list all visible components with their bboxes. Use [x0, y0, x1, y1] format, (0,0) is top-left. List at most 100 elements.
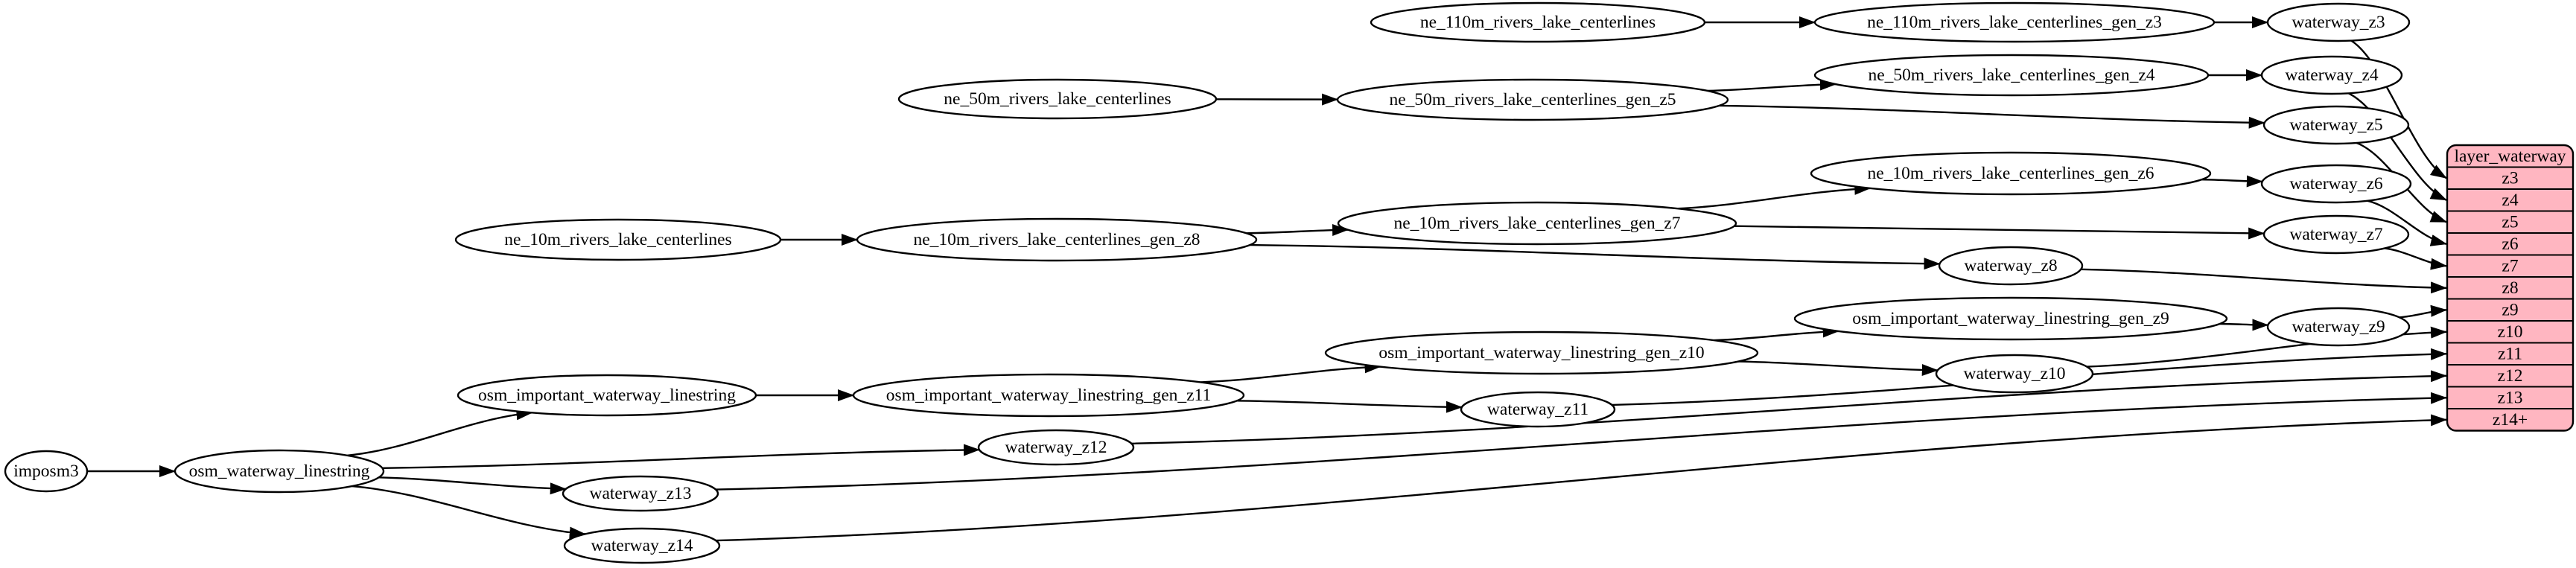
- nodes-layer: imposm3 osm_waterway_linestring osm_import…: [4, 1, 2412, 564]
- node-shape-imposm3: [4, 450, 89, 493]
- node-shape-waterway_z3: [2266, 2, 2411, 42]
- node-label-waterway_z10: waterway_z10: [1963, 364, 2065, 383]
- node-label-ne_10m_rivers_lake_centerlines_gen_z7: ne_10m_rivers_lake_centerlines_gen_z7: [1394, 214, 1681, 233]
- edge-osm_waterway_linestring-to-osm_important_waterway_linestring: [347, 408, 533, 456]
- node-waterway_z4: waterway_z4: [2260, 55, 2403, 95]
- node-label-osm_important_waterway_linestring_gen_z9: osm_important_waterway_linestring_gen_z9: [1852, 309, 2169, 328]
- node-waterway_z8: waterway_z8: [1938, 246, 2084, 286]
- node-shape-ne_10m_rivers_lake_centerlines_gen_z8: [856, 217, 1258, 262]
- node-label-osm_waterway_linestring: osm_waterway_linestring: [189, 462, 370, 481]
- node-label-osm_important_waterway_linestring: osm_important_waterway_linestring: [478, 386, 736, 405]
- node-shape-waterway_z10: [1935, 354, 2094, 394]
- node-ne_50m_rivers_lake_centerlines_gen_z4: ne_50m_rivers_lake_centerlines_gen_z4: [1813, 54, 2210, 97]
- node-shape-waterway_z7: [2262, 214, 2410, 255]
- node-shape-osm_important_waterway_linestring_gen_z10: [1324, 331, 1759, 375]
- node-shape-ne_50m_rivers_lake_centerlines: [897, 78, 1218, 120]
- node-osm_important_waterway_linestring_gen_z10: osm_important_waterway_linestring_gen_z1…: [1324, 331, 1759, 375]
- record-row-z10: z10: [2498, 322, 2523, 342]
- edge-waterway_z8-to-z8: [2081, 268, 2447, 294]
- node-shape-waterway_z14: [563, 527, 721, 564]
- node-ne_50m_rivers_lake_centerlines_gen_z5: ne_50m_rivers_lake_centerlines_gen_z5: [1336, 78, 1729, 121]
- node-label-waterway_z5: waterway_z5: [2289, 115, 2382, 135]
- node-label-ne_110m_rivers_lake_centerlines_gen_z3: ne_110m_rivers_lake_centerlines_gen_z3: [1867, 13, 2162, 32]
- node-shape-ne_50m_rivers_lake_centerlines_gen_z4: [1813, 54, 2210, 97]
- record-row-z6: z6: [2502, 234, 2518, 254]
- record-row-z13: z13: [2498, 388, 2523, 407]
- edge-ne_50m_rivers_lake_centerlines_gen_z5-to-waterway_z5: [1719, 104, 2265, 129]
- edge-osm_important_waterway_linestring_gen_z11-to-waterway_z11: [1236, 400, 1463, 413]
- node-label-waterway_z7: waterway_z7: [2289, 225, 2383, 244]
- edge-waterway_z4-to-z4: [2347, 92, 2447, 201]
- node-label-osm_important_waterway_linestring_gen_z10: osm_important_waterway_linestring_gen_z1…: [1378, 343, 1704, 363]
- record-row-z11: z11: [2498, 344, 2522, 363]
- node-shape-ne_110m_rivers_lake_centerlines: [1370, 1, 1706, 43]
- node-ne_10m_rivers_lake_centerlines_gen_z6: ne_10m_rivers_lake_centerlines_gen_z6: [1810, 151, 2212, 196]
- node-shape-ne_110m_rivers_lake_centerlines_gen_z3: [1813, 1, 2216, 43]
- node-label-waterway_z4: waterway_z4: [2285, 66, 2379, 85]
- node-shape-waterway_z4: [2260, 55, 2403, 95]
- node-shape-ne_10m_rivers_lake_centerlines_gen_z6: [1810, 151, 2212, 196]
- edge-waterway_z13-to-z13: [716, 392, 2447, 491]
- node-label-waterway_z8: waterway_z8: [1964, 256, 2057, 275]
- node-label-ne_50m_rivers_lake_centerlines: ne_50m_rivers_lake_centerlines: [944, 89, 1171, 109]
- edge-ne_50m_rivers_lake_centerlines_gen_z5-to-ne_50m_rivers_lake_centerlines_gen_z4: [1707, 78, 1836, 92]
- edge-waterway_z3-to-z3: [2350, 39, 2447, 179]
- node-shape-waterway_z8: [1938, 246, 2084, 286]
- node-label-ne_50m_rivers_lake_centerlines_gen_z5: ne_50m_rivers_lake_centerlines_gen_z5: [1390, 90, 1676, 109]
- node-waterway_z9: waterway_z9: [2266, 307, 2411, 347]
- node-shape-osm_important_waterway_linestring_gen_z11: [852, 373, 1245, 418]
- record-row-z8: z8: [2502, 278, 2518, 298]
- node-label-waterway_z13: waterway_z13: [589, 484, 691, 503]
- node-label-ne_110m_rivers_lake_centerlines: ne_110m_rivers_lake_centerlines: [1420, 13, 1656, 32]
- node-shape-ne_50m_rivers_lake_centerlines_gen_z5: [1336, 78, 1729, 121]
- node-label-imposm3: imposm3: [13, 462, 78, 481]
- node-ne_110m_rivers_lake_centerlines: ne_110m_rivers_lake_centerlines: [1370, 1, 1706, 43]
- edge-ne_10m_rivers_lake_centerlines_gen_z7-to-waterway_z7: [1734, 225, 2265, 240]
- node-label-ne_10m_rivers_lake_centerlines: ne_10m_rivers_lake_centerlines: [504, 230, 731, 249]
- node-shape-osm_important_waterway_linestring_gen_z9: [1793, 296, 2228, 341]
- edge-ne_10m_rivers_lake_centerlines_gen_z7-to-ne_10m_rivers_lake_centerlines_gen_z6: [1677, 182, 1871, 210]
- node-label-waterway_z6: waterway_z6: [2289, 174, 2383, 194]
- node-ne_10m_rivers_lake_centerlines: ne_10m_rivers_lake_centerlines: [454, 218, 782, 261]
- record-row-z7: z7: [2502, 256, 2518, 275]
- edge-waterway_z9-to-z9: [2399, 304, 2447, 319]
- node-shape-waterway_z13: [562, 475, 719, 512]
- node-label-waterway_z14: waterway_z14: [591, 536, 693, 555]
- table-layer_waterway: layer_waterwayz3z4z5z6z7z8z9z10z11z12z13…: [2446, 144, 2575, 432]
- node-waterway_z14: waterway_z14: [563, 527, 721, 564]
- node-waterway_z3: waterway_z3: [2266, 2, 2411, 42]
- node-label-waterway_z12: waterway_z12: [1005, 438, 1107, 457]
- edge-osm_important_waterway_linestring_gen_z10-to-waterway_z10: [1737, 360, 1939, 377]
- edge-ne_10m_rivers_lake_centerlines_gen_z8-to-ne_10m_rivers_lake_centerlines_gen_z7: [1246, 224, 1349, 237]
- edge-osm_waterway_linestring-to-waterway_z14: [352, 485, 586, 539]
- node-label-waterway_z9: waterway_z9: [2292, 317, 2385, 336]
- record-row-z5: z5: [2502, 212, 2518, 232]
- node-shape-ne_10m_rivers_lake_centerlines: [454, 218, 782, 261]
- node-shape-waterway_z5: [2262, 105, 2410, 145]
- node-ne_10m_rivers_lake_centerlines_gen_z8: ne_10m_rivers_lake_centerlines_gen_z8: [856, 217, 1258, 262]
- edge-waterway_z14-to-z14+: [716, 414, 2447, 542]
- node-ne_50m_rivers_lake_centerlines: ne_50m_rivers_lake_centerlines: [897, 78, 1218, 120]
- edge-waterway_z12-to-z12: [1131, 370, 2447, 444]
- node-label-ne_50m_rivers_lake_centerlines_gen_z4: ne_50m_rivers_lake_centerlines_gen_z4: [1869, 66, 2155, 85]
- node-shape-osm_waterway_linestring: [174, 449, 385, 494]
- record-row-z14+: z14+: [2493, 410, 2528, 430]
- node-label-waterway_z11: waterway_z11: [1487, 400, 1588, 419]
- node-shape-ne_10m_rivers_lake_centerlines_gen_z7: [1337, 201, 1737, 246]
- edge-osm_important_waterway_linestring_gen_z10-to-osm_important_waterway_linestring_gen_z9: [1714, 325, 1839, 342]
- node-waterway_z6: waterway_z6: [2260, 164, 2412, 204]
- edge-waterway_z7-to-z7: [2385, 247, 2447, 270]
- node-waterway_z7: waterway_z7: [2262, 214, 2410, 255]
- node-waterway_z5: waterway_z5: [2262, 105, 2410, 145]
- edge-osm_waterway_linestring-to-waterway_z13: [378, 476, 567, 495]
- node-waterway_z12: waterway_z12: [977, 429, 1135, 466]
- node-label-osm_important_waterway_linestring_gen_z11: osm_important_waterway_linestring_gen_z1…: [886, 386, 1211, 405]
- node-label-waterway_z3: waterway_z3: [2292, 13, 2385, 32]
- edge-osm_important_waterway_linestring_gen_z11-to-osm_important_waterway_linestring_gen_z10: [1200, 361, 1381, 383]
- record-row-z9: z9: [2502, 300, 2518, 319]
- node-shape-waterway_z6: [2260, 164, 2412, 204]
- edge-ne_10m_rivers_lake_centerlines_gen_z8-to-waterway_z8: [1250, 243, 1941, 270]
- edge-osm_waterway_linestring-to-waterway_z12: [382, 444, 980, 469]
- node-waterway_z13: waterway_z13: [562, 475, 719, 512]
